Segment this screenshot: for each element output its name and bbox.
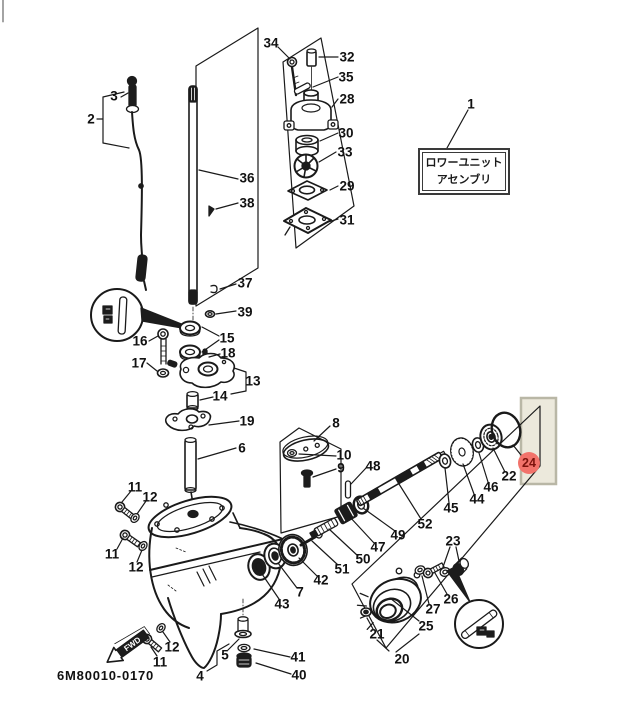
callout-30[interactable]: 30 — [338, 125, 354, 141]
callout-48[interactable]: 48 — [365, 458, 381, 474]
assembly-label-box: ロワーユニット アセンブリ — [418, 148, 510, 195]
callout-41[interactable]: 41 — [290, 649, 306, 665]
callout-49[interactable]: 49 — [390, 527, 406, 543]
callout-14[interactable]: 14 — [212, 388, 228, 404]
callout-4[interactable]: 4 — [196, 668, 204, 684]
gear-train-drawing — [247, 411, 522, 581]
shift-rod-drawing — [125, 75, 148, 291]
callout-31[interactable]: 31 — [339, 212, 355, 228]
callout-16[interactable]: 16 — [132, 333, 148, 349]
callout-23[interactable]: 23 — [445, 533, 461, 549]
callout-9[interactable]: 9 — [337, 460, 345, 476]
callout-39[interactable]: 39 — [237, 304, 253, 320]
callout-18[interactable]: 18 — [220, 345, 236, 361]
callout-40[interactable]: 40 — [291, 667, 307, 683]
callout-47[interactable]: 47 — [370, 539, 386, 555]
callout-29[interactable]: 29 — [339, 178, 355, 194]
callout-27[interactable]: 27 — [425, 601, 441, 617]
callout-12[interactable]: 12 — [142, 489, 158, 505]
callout-52[interactable]: 52 — [417, 516, 433, 532]
callout-32[interactable]: 32 — [339, 49, 355, 65]
callout-33[interactable]: 33 — [337, 144, 353, 160]
callout-25[interactable]: 25 — [418, 618, 434, 634]
callout-46[interactable]: 46 — [483, 479, 499, 495]
callout-11[interactable]: 11 — [152, 654, 168, 670]
callout-12[interactable]: 12 — [128, 559, 144, 575]
callout-6[interactable]: 6 — [238, 440, 246, 456]
callout-42[interactable]: 42 — [313, 572, 329, 588]
callout-38[interactable]: 38 — [239, 195, 255, 211]
drive-shaft-drawing — [188, 85, 218, 322]
callout-45[interactable]: 45 — [443, 500, 459, 516]
callout-51[interactable]: 51 — [334, 561, 350, 577]
callout-22[interactable]: 22 — [501, 468, 517, 484]
assembly-label-line2: アセンブリ — [436, 173, 492, 186]
mid-parts-drawing — [156, 320, 236, 508]
callout-24-highlighted[interactable]: 24 — [518, 452, 540, 474]
o-ring-24 — [490, 411, 522, 449]
callout-11[interactable]: 11 — [104, 546, 120, 562]
callout-19[interactable]: 19 — [239, 413, 255, 429]
callout-34[interactable]: 34 — [263, 35, 279, 51]
callout-10[interactable]: 10 — [336, 447, 352, 463]
callout-50[interactable]: 50 — [355, 551, 371, 567]
callout-28[interactable]: 28 — [339, 91, 355, 107]
callout-20[interactable]: 20 — [394, 651, 410, 667]
callout-13[interactable]: 13 — [245, 373, 261, 389]
callout-44[interactable]: 44 — [469, 491, 485, 507]
detail-circle-right — [446, 566, 504, 649]
callout-37[interactable]: 37 — [237, 275, 253, 291]
callout-5[interactable]: 5 — [221, 647, 229, 663]
callout-35[interactable]: 35 — [338, 69, 354, 85]
callout-1[interactable]: 1 — [467, 96, 475, 112]
drawing-number: 6M80010-0170 — [57, 668, 155, 683]
callout-8[interactable]: 8 — [332, 415, 340, 431]
callout-21[interactable]: 21 — [369, 626, 385, 642]
callout-12[interactable]: 12 — [164, 639, 180, 655]
water-pump-drawing — [283, 48, 339, 236]
casing-bolts-drawing — [114, 501, 166, 653]
bearing-carrier-drawing — [356, 557, 470, 631]
assembly-label-line1: ロワーユニット — [425, 157, 503, 169]
callout-3[interactable]: 3 — [110, 88, 118, 104]
callout-7[interactable]: 7 — [296, 584, 304, 600]
callout-15[interactable]: 15 — [219, 330, 235, 346]
callout-43[interactable]: 43 — [274, 596, 290, 612]
leader-lines — [96, 46, 522, 675]
drain-plug-drawing — [234, 598, 252, 668]
callout-17[interactable]: 17 — [131, 355, 147, 371]
callout-26[interactable]: 26 — [443, 591, 459, 607]
callout-11[interactable]: 11 — [127, 479, 143, 495]
callout-2[interactable]: 2 — [87, 111, 95, 127]
callout-36[interactable]: 36 — [239, 170, 255, 186]
